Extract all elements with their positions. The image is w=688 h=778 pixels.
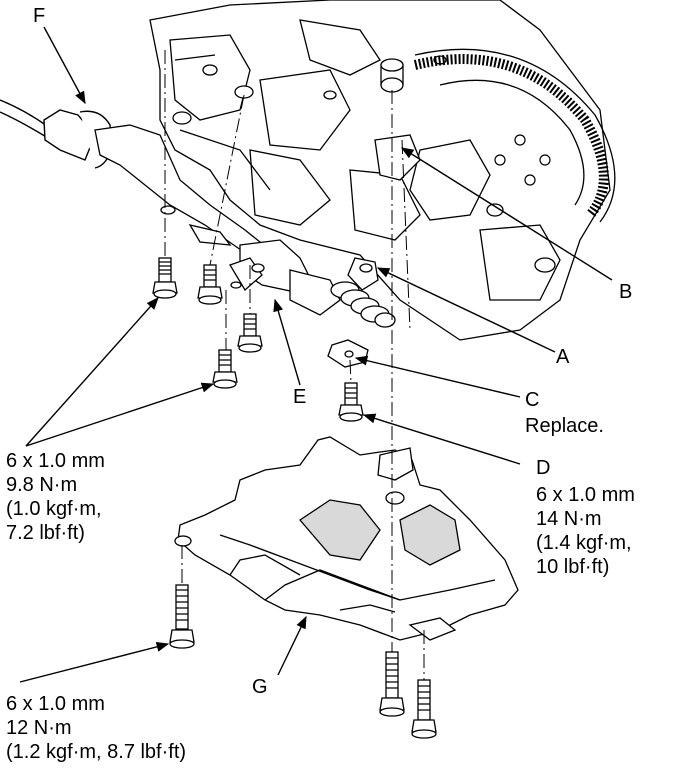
lock-plate-c [327, 339, 369, 368]
spec-line: 6 x 1.0 mm [536, 484, 635, 506]
spec-line: (1.0 kgf·m, [6, 498, 102, 520]
spec-line: 14 N·m [536, 508, 602, 530]
spec-line: (1.2 kgf·m, 8.7 lbf·ft) [6, 741, 187, 763]
callout-d: D [536, 457, 551, 479]
callout-e: E [293, 386, 307, 408]
alignment-lines [164, 50, 425, 680]
spec-line: 6 x 1.0 mm [6, 450, 105, 472]
slave-cylinder [229, 239, 396, 328]
bolts [152, 257, 437, 739]
spec-line: 9.8 N·m [6, 474, 78, 496]
spec-line: (1.4 kgf·m, [536, 532, 632, 554]
torque-spec-left-bolts: 6 x 1.0 mm 9.8 N·m (1.0 kgf·m, 7.2 lbf·f… [6, 449, 105, 545]
spec-line: 6 x 1.0 mm [6, 693, 105, 715]
callout-c-note: Replace. [525, 415, 604, 437]
callout-b: B [619, 281, 633, 303]
torque-spec-g-bolts: 6 x 1.0 mm 12 N·m (1.2 kgf·m, 8.7 lbf·ft… [6, 692, 186, 764]
callout-c: C [525, 389, 540, 411]
leader-lines [19, 26, 613, 683]
callout-g: G [252, 676, 268, 698]
spec-line: 12 N·m [6, 717, 72, 739]
cable-f [0, 99, 113, 169]
splash-shield-g [174, 436, 519, 641]
spec-line: 7.2 lbf·ft) [6, 522, 85, 544]
flywheel [413, 48, 616, 223]
callout-a: A [556, 346, 570, 368]
spec-line: 10 lbf·ft) [536, 556, 610, 578]
cable-bracket [94, 124, 271, 263]
torque-spec-d-bolt: 6 x 1.0 mm 14 N·m (1.4 kgf·m, 10 lbf·ft) [536, 483, 635, 579]
release-fork [374, 58, 421, 181]
callout-f: F [33, 5, 46, 27]
